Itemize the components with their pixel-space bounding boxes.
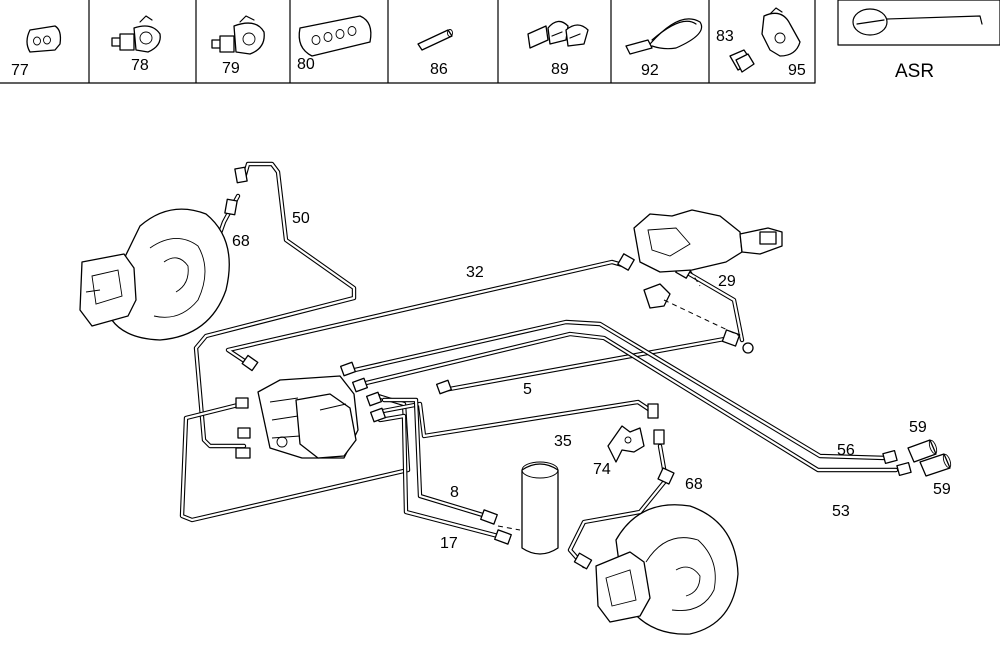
legend-label-79: 79 [222, 60, 240, 77]
asr-indicator-box: ASR [837, 0, 1000, 82]
pipe-8-17 [377, 397, 501, 539]
callout-74: 74 [593, 461, 611, 478]
asr-label: ASR [895, 61, 934, 82]
connector-caps-59[interactable] [907, 439, 952, 477]
callout-50: 50 [292, 210, 310, 227]
callout-32: 32 [466, 264, 484, 281]
legend-part-83-95[interactable]: 83 95 [716, 7, 806, 79]
callout-68-rear: 68 [685, 476, 703, 493]
pipe-lower-left-loop [179, 393, 411, 523]
callout-59-upper: 59 [909, 419, 927, 436]
legend-part-92[interactable]: 92 [625, 18, 703, 79]
pipe-bundle [343, 319, 899, 473]
legend-part-80[interactable]: 80 [297, 15, 372, 73]
front-left-brake-disc[interactable] [79, 208, 230, 341]
rear-right-brake-disc[interactable] [595, 504, 739, 635]
pipe-50 [193, 161, 357, 449]
legend-label-86: 86 [430, 61, 448, 78]
legend-label-83: 83 [716, 28, 734, 45]
callout-17: 17 [440, 535, 458, 552]
callout-8: 8 [450, 484, 459, 501]
legend-part-89[interactable]: 89 [527, 20, 589, 78]
legend-label-77: 77 [11, 62, 29, 79]
pipe-29 [683, 269, 745, 343]
legend-part-78[interactable]: 78 [111, 15, 161, 74]
parts-legend: 77 78 79 80 [0, 0, 1000, 84]
callout-68-front: 68 [232, 233, 250, 250]
callout-59-lower: 59 [933, 481, 951, 498]
callout-labels: 50 68 32 29 5 35 74 8 17 68 56 59 53 59 [232, 210, 951, 552]
hydraulic-modulator[interactable] [257, 375, 359, 459]
bracket-74[interactable] [607, 425, 645, 463]
legend-label-95: 95 [788, 62, 806, 79]
legend-part-79[interactable]: 79 [211, 15, 265, 77]
legend-label-78: 78 [131, 57, 149, 74]
callout-35: 35 [554, 433, 572, 450]
callout-56: 56 [837, 442, 855, 459]
legend-part-86[interactable]: 86 [417, 29, 453, 79]
legend-label-89: 89 [551, 61, 569, 78]
legend-part-77[interactable]: 77 [11, 25, 62, 79]
callout-5: 5 [523, 381, 532, 398]
master-cylinder[interactable] [633, 209, 783, 337]
pipe-5 [441, 335, 733, 393]
callout-53: 53 [832, 503, 850, 520]
callout-29: 29 [718, 273, 736, 290]
legend-label-92: 92 [641, 62, 659, 79]
legend-label-80: 80 [297, 56, 315, 73]
pipe-35 [375, 399, 653, 439]
accumulator-35[interactable] [497, 461, 559, 555]
